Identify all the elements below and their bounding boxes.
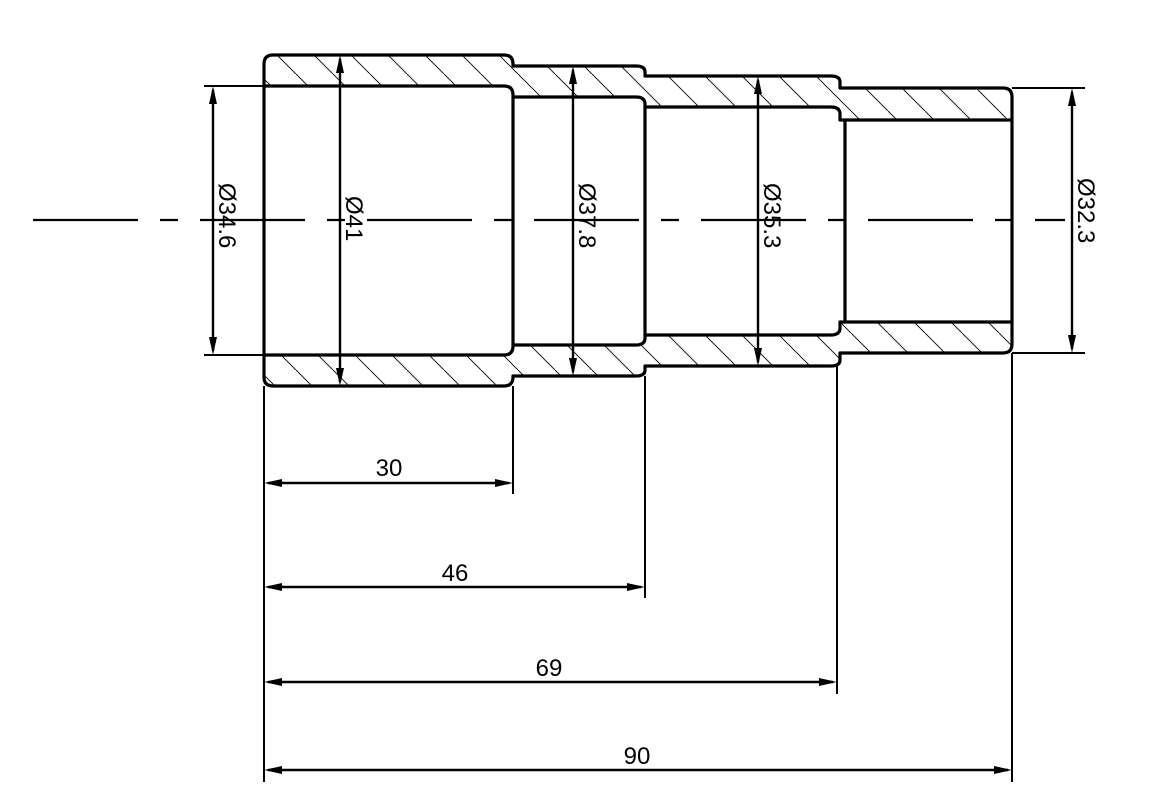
- dim-diameter-34-6: Ø34.6: [209, 86, 240, 355]
- svg-text:Ø37.8: Ø37.8: [573, 183, 600, 248]
- outer-profile-top: [262, 53, 1014, 120]
- inner-bore-top: [264, 84, 1012, 122]
- svg-text:Ø35.3: Ø35.3: [758, 183, 785, 248]
- outer-profile-bottom: [262, 322, 1014, 388]
- svg-text:Ø41: Ø41: [340, 196, 367, 241]
- dim-diameter-32-3: Ø32.3: [1068, 88, 1099, 353]
- dim-length-69: 69: [264, 655, 837, 686]
- svg-text:Ø32.3: Ø32.3: [1072, 178, 1099, 243]
- svg-text:30: 30: [376, 455, 403, 482]
- inner-bore-bottom: [264, 320, 1012, 357]
- dim-length-46: 46: [264, 560, 645, 591]
- dim-length-30: 30: [264, 455, 513, 487]
- svg-text:69: 69: [536, 655, 563, 682]
- dim-diameter-41: Ø41: [336, 55, 367, 386]
- dim-diameter-37-8: Ø37.8: [569, 66, 600, 376]
- svg-text:46: 46: [442, 560, 469, 587]
- dim-length-90: 90: [264, 743, 1012, 774]
- svg-text:90: 90: [624, 743, 651, 770]
- svg-text:Ø34.6: Ø34.6: [213, 183, 240, 248]
- dim-diameter-35-3: Ø35.3: [754, 76, 785, 366]
